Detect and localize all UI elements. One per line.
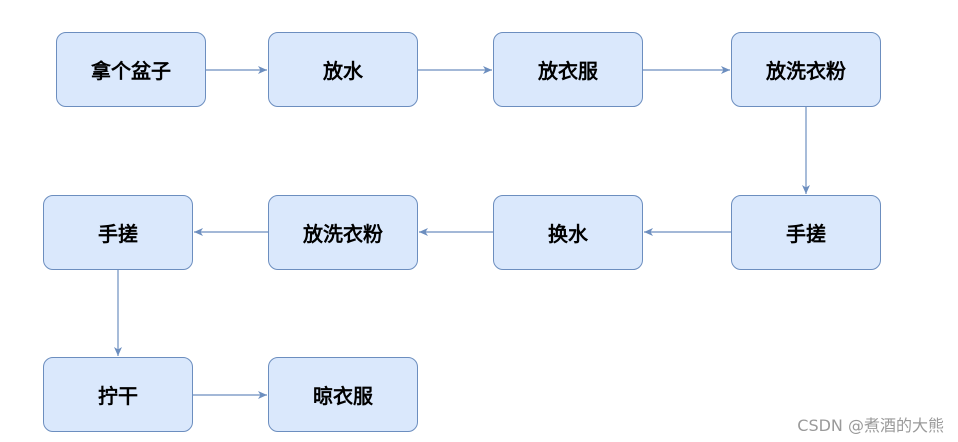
node-add-detergent: 放洗衣粉 [731,32,881,107]
node-add-detergent-2: 放洗衣粉 [268,195,418,270]
node-hand-scrub-2: 手搓 [43,195,193,270]
node-hand-scrub: 手搓 [731,195,881,270]
node-wring-dry: 拧干 [43,357,193,432]
node-hang-clothes: 晾衣服 [268,357,418,432]
node-add-clothes: 放衣服 [493,32,643,107]
node-add-water: 放水 [268,32,418,107]
watermark-text: CSDN @煮酒的大熊 [797,416,944,435]
node-get-basin: 拿个盆子 [56,32,206,107]
node-change-water: 换水 [493,195,643,270]
